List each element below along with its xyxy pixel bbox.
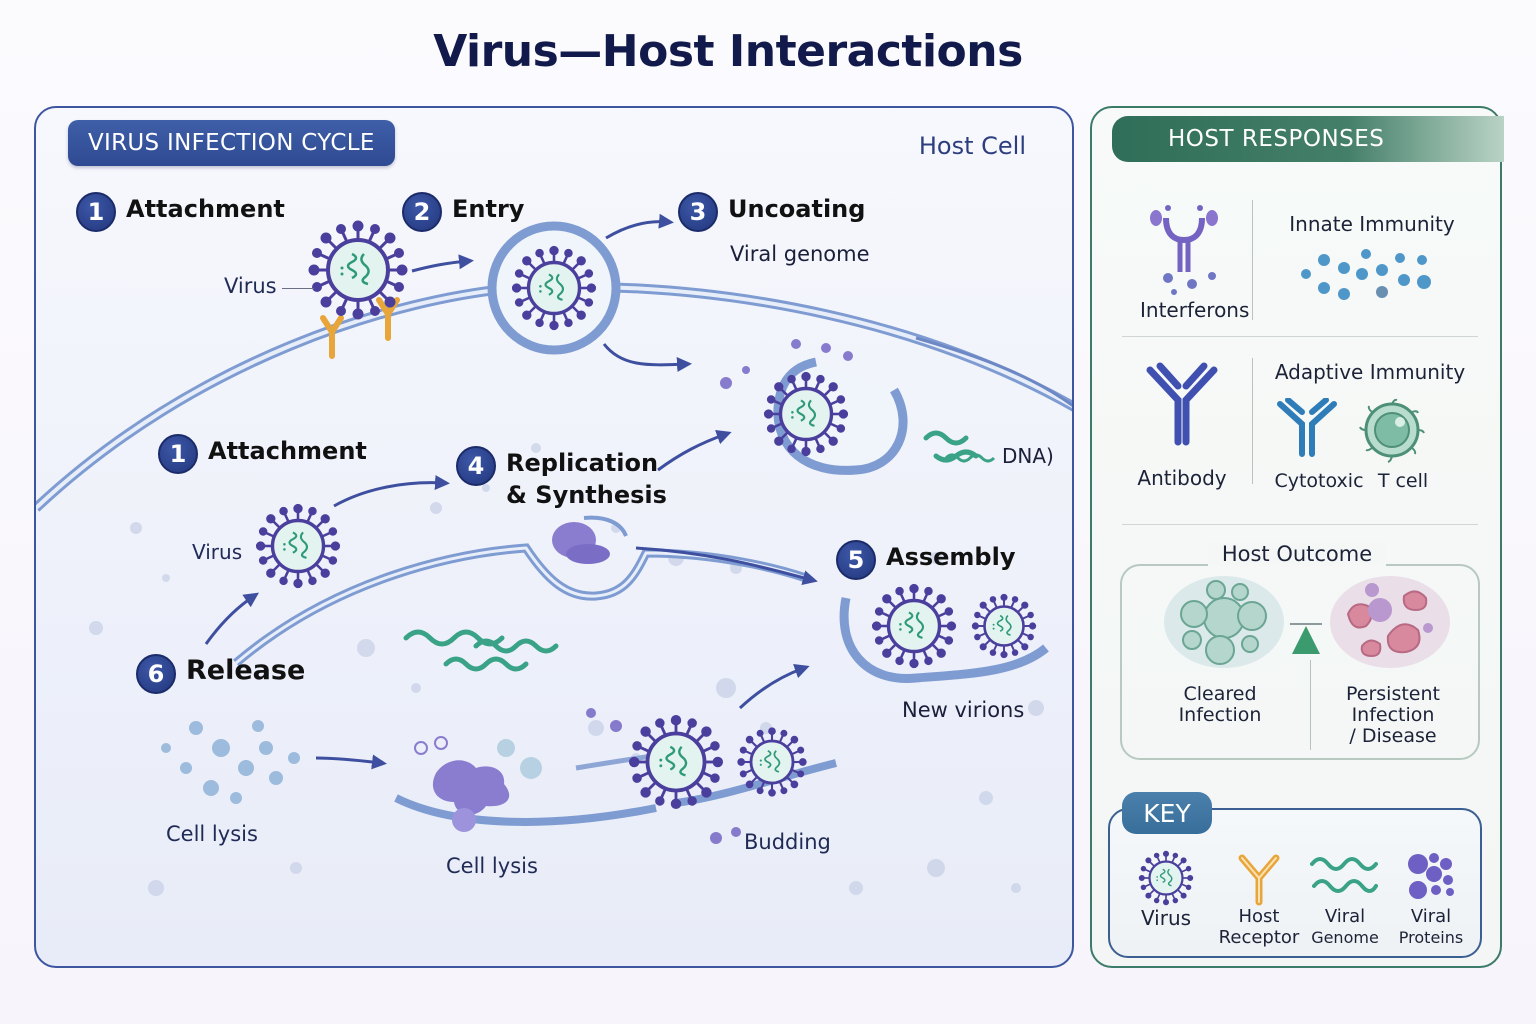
t-cell-icon	[1359, 398, 1425, 463]
antibody-icon	[1146, 362, 1218, 446]
label-line: Receptor	[1218, 927, 1300, 948]
step-number-badge: 3	[678, 192, 718, 232]
step-label: Assembly	[886, 543, 1016, 571]
balance-triangle-icon	[1290, 623, 1322, 654]
innate-immunity-heading: Innate Immunity	[1289, 212, 1455, 236]
virus-icon	[628, 714, 724, 810]
label-line: Host	[1238, 906, 1280, 927]
label-line: Viral	[1410, 906, 1452, 927]
virus-icon	[308, 220, 408, 320]
virus-label: Virus	[224, 274, 277, 298]
cell-lysis-label: Cell lysis	[166, 822, 258, 846]
step-label: Release	[186, 655, 306, 686]
key-label-viral-genome: Viral Genome	[1304, 906, 1386, 948]
key-label-viral-proteins: Viral Proteins	[1390, 906, 1472, 948]
label-line: / Disease	[1349, 725, 1437, 747]
cell-lysis-label: Cell lysis	[446, 854, 538, 878]
label-line: Proteins	[1398, 928, 1464, 947]
label-line: Genome	[1311, 928, 1379, 947]
innate-immunity-dots-icon	[1301, 249, 1431, 300]
virus-icon	[511, 245, 597, 331]
interferons-label: Interferons	[1140, 298, 1250, 322]
lysed-cell-center	[414, 736, 542, 832]
flow-arrows	[204, 213, 818, 770]
divider	[1252, 200, 1253, 320]
leader-line	[282, 288, 314, 289]
cell-scene	[36, 213, 1072, 896]
assembly-vesicle	[839, 597, 1049, 683]
step-replication: 4 Replication & Synthesis	[456, 446, 667, 512]
new-virions-label: New virions	[902, 698, 1025, 722]
label-line: Infection	[1351, 704, 1435, 726]
key-badge: KEY	[1122, 792, 1212, 834]
key-label-virus: Virus	[1126, 908, 1206, 929]
viral-genome-icon	[1310, 857, 1378, 893]
step-release: 6 Release	[136, 654, 305, 694]
lysis-debris	[161, 720, 300, 804]
step-label: Entry	[452, 195, 525, 223]
viral-protein-fragments	[586, 339, 853, 844]
step-uncoating: 3 Uncoating	[678, 192, 865, 232]
virus-label: Virus	[192, 540, 243, 564]
step-label-line: & Synthesis	[506, 481, 667, 509]
infection-cycle-panel: VIRUS INFECTION CYCLE Host Cell 1 Attach…	[34, 106, 1074, 968]
divider	[1252, 358, 1253, 484]
ribosome-icon	[552, 515, 628, 564]
viral-genome-label: Viral genome	[730, 242, 870, 266]
cleared-infection-label: Cleared Infection	[1168, 684, 1272, 726]
virus-icon	[255, 503, 341, 589]
virus-icon	[736, 727, 807, 797]
step-number-badge: 6	[136, 654, 176, 694]
cleared-infection-icon	[1164, 576, 1284, 668]
cytotoxic-label: Cytotoxic	[1274, 470, 1364, 492]
host-outcome-title-text: Host Outcome	[1207, 542, 1387, 566]
step-attachment: 1 Attachment	[76, 192, 285, 232]
label-line: Persistent	[1346, 683, 1440, 705]
virus-icon	[871, 583, 957, 669]
persistent-infection-label: Persistent Infection / Disease	[1336, 684, 1450, 747]
step-label: Replication & Synthesis	[506, 446, 667, 512]
host-outcome-title: Host Outcome	[1092, 542, 1502, 566]
step-number-badge: 2	[402, 192, 442, 232]
antibody-label: Antibody	[1137, 466, 1227, 490]
step-entry: 2 Entry	[402, 192, 524, 232]
divider	[1310, 660, 1311, 750]
host-cell-label: Host Cell	[918, 132, 1026, 160]
label-line: Infection	[1178, 704, 1262, 726]
divider	[1122, 336, 1478, 337]
step-label: Attachment	[126, 195, 285, 223]
t-cell-label: T cell	[1377, 470, 1429, 492]
label-line: Viral	[1324, 906, 1366, 927]
viral-proteins-icon	[1408, 853, 1454, 899]
step-label: Attachment	[208, 437, 367, 465]
page-title: Virus—Host Interactions	[433, 26, 1023, 77]
step-assembly: 5 Assembly	[836, 540, 1015, 580]
host-receptor-icon	[1238, 854, 1280, 906]
dna-label: DNA)	[1002, 444, 1054, 468]
budding-label: Budding	[744, 830, 831, 854]
cytotoxic-icon	[1277, 398, 1337, 457]
host-responses-badge: HOST RESPONSES	[1112, 116, 1504, 162]
label-line: Virus	[1140, 906, 1192, 930]
persistent-infection-icon	[1330, 576, 1450, 668]
key-label-host-receptor: Host Receptor	[1212, 906, 1306, 948]
virus-icon	[763, 371, 849, 457]
step-attachment-repeat: 1 Attachment	[158, 434, 367, 474]
step-number-badge: 4	[456, 446, 496, 486]
step-label-line: Replication	[506, 449, 659, 477]
step-number-badge: 1	[76, 192, 116, 232]
step-label: Uncoating	[728, 195, 866, 223]
adaptive-immunity-heading: Adaptive Immunity	[1274, 360, 1466, 384]
step-number-badge: 1	[158, 434, 198, 474]
interferon-icon	[1150, 205, 1218, 295]
step-number-badge: 5	[836, 540, 876, 580]
host-responses-panel: HOST RESPONSES Interferons Innate Immuni…	[1090, 106, 1504, 968]
divider	[1122, 524, 1478, 525]
label-line: Cleared	[1183, 683, 1257, 705]
virus-icon	[971, 593, 1037, 659]
virus-icon	[1138, 850, 1194, 906]
infection-cycle-badge: VIRUS INFECTION CYCLE	[68, 120, 395, 166]
